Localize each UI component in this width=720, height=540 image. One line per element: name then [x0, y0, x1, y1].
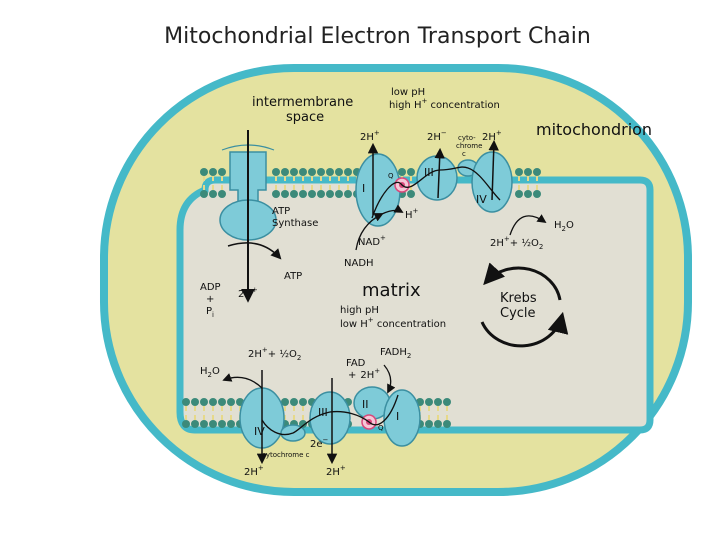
cyto-label-1: cyto-	[458, 134, 476, 142]
nad-label: NAD+	[358, 234, 386, 248]
atp-synthase-label-1: ATP	[272, 206, 290, 217]
electron-path-bottom	[261, 394, 399, 436]
complex-1-bottom-label: I	[396, 410, 399, 423]
matrix-label: matrix	[362, 280, 421, 301]
two-e-label: 2e−	[310, 436, 329, 450]
water-formation-arrow-bottom	[222, 373, 263, 389]
complex-3-top-label: III	[424, 166, 434, 179]
intermembrane-label: intermembrane	[252, 95, 353, 110]
cycle-label: Cycle	[500, 306, 536, 321]
top-h-plus: H+	[405, 207, 419, 221]
inner-membrane	[176, 176, 654, 434]
fadh2-arrow	[383, 364, 396, 394]
complex-3-bottom	[309, 391, 351, 445]
fad-label: FAD	[346, 358, 366, 369]
krebs-cycle-icon	[480, 262, 569, 348]
top-2h-minus: 2H−	[427, 129, 447, 143]
complex-1-top-label: I	[362, 182, 365, 195]
bottom-2h-plus-2: 2H+	[326, 464, 346, 478]
bottom-2h-plus-1: 2H+	[244, 464, 264, 478]
fadh2-label: FADH2	[380, 347, 411, 360]
space-label: space	[286, 110, 324, 125]
complex-3-bottom-label: III	[318, 406, 328, 419]
top-h2o-label: H2O	[554, 220, 574, 233]
page-title: Mitochondrial Electron Transport Chain	[164, 24, 591, 49]
krebs-label: Krebs	[500, 291, 537, 306]
complex4-proton-arrow	[488, 139, 499, 201]
complex-2-bottom-label: II	[362, 398, 369, 411]
top-2h-plus-2: 2H+	[482, 129, 502, 143]
high-ph-label: high pH	[340, 305, 379, 316]
complex-1-bottom	[383, 389, 421, 447]
water-formation-arrow-top	[509, 214, 547, 236]
adp-plus: +	[206, 294, 214, 305]
top-2h-plus-1: 2H+	[360, 129, 380, 143]
electron-path-top	[371, 166, 501, 219]
q-top-label: Q	[388, 172, 394, 180]
bottom-h2o-label: H2O	[200, 366, 220, 379]
complex3-proton-arrow	[434, 147, 445, 199]
bottom-lipid-bilayer	[182, 398, 451, 428]
mitochondrion-label: mitochondrion	[536, 120, 652, 139]
adp-label: ADP	[200, 282, 221, 293]
atp-synthase-2h-label: 2H+	[238, 286, 258, 300]
complex-4-top-label: IV	[476, 193, 487, 206]
atp-formation-arrow	[227, 242, 282, 260]
q-bottom-label: Q	[378, 424, 384, 432]
low-ph-label: low pH	[391, 87, 425, 98]
top-oxygen-reaction: 2H++ ½O2	[490, 235, 543, 251]
cytochrome-c-bottom-label: cytochrome c	[262, 451, 310, 459]
fad-plus-2h: +2H+	[348, 367, 380, 381]
cyto-label-2: chrome	[456, 142, 482, 150]
h-release-arrow	[381, 204, 404, 215]
atp-synthase-label-2: Synthase	[272, 218, 318, 229]
atp-label: ATP	[284, 271, 302, 282]
cyto-label-3: c	[462, 150, 466, 158]
nadh-label: NADH	[344, 258, 374, 269]
complex-4-bottom-label: IV	[254, 425, 265, 438]
pi-label: Pi	[206, 306, 214, 319]
nadh-arrow	[355, 213, 384, 251]
bottom-oxygen-reaction: 2H++ ½O2	[248, 346, 301, 362]
high-h-concentration-label: high H+ concentration	[389, 97, 500, 111]
low-h-concentration-label: low H+ concentration	[340, 316, 446, 330]
